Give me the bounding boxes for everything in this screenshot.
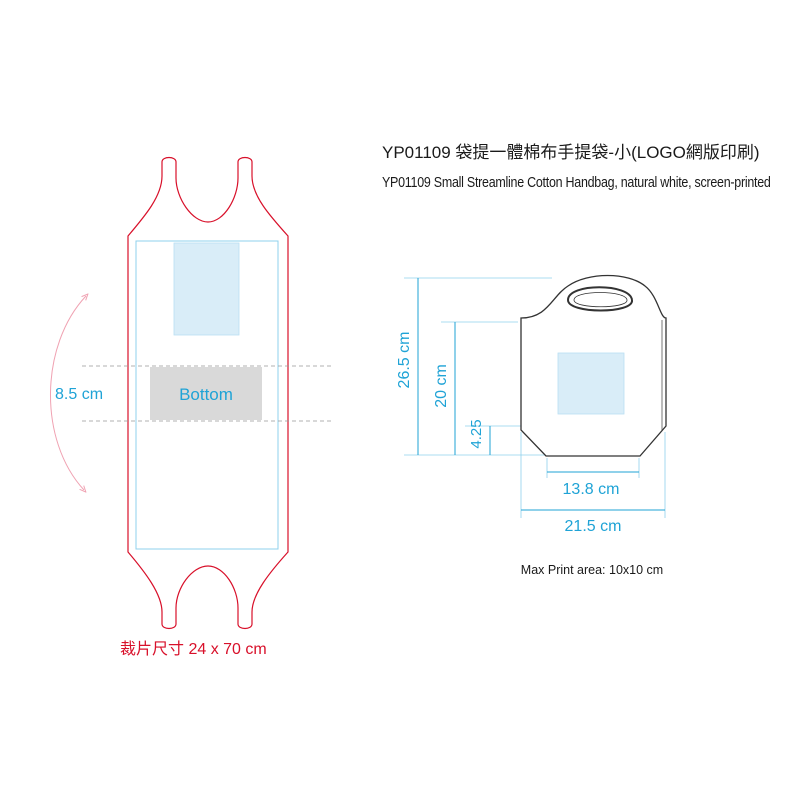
product-title-english: YP01109 Small Streamline Cotton Handbag,… [382,175,771,191]
cut-size-label: 裁片尺寸 24 x 70 cm [120,640,267,658]
full-width-label: 21.5 cm [565,518,622,535]
fold-arrow [50,296,86,490]
flat-pattern: Bottom 8.5 cm 裁片尺寸 24 x 70 cm [50,156,334,658]
height-corner-label: 4.25 [468,419,485,448]
print-area-bag [557,352,625,415]
product-title-chinese: YP01109 袋提一體棉布手提袋-小(LOGO網版印刷) [382,143,760,162]
bottom-width-label: 13.8 cm [563,481,620,498]
print-area-front [173,242,240,336]
cut-outline [127,156,289,630]
bottom-label: Bottom [179,385,233,404]
height-total-label: 26.5 cm [396,332,413,389]
bag-view: 26.5 cm 20 cm 4.25 13.8 cm 21.5 cm Max P… [396,274,667,577]
bag-handle-inner [573,292,628,308]
fold-dimension-label: 8.5 cm [55,386,103,403]
height-body-label: 20 cm [433,364,450,408]
bottom-panel [150,367,262,420]
bag-handle-opening [566,286,633,312]
print-area-label: Max Print area: 10x10 cm [521,563,663,577]
inner-seam-line [135,240,279,550]
